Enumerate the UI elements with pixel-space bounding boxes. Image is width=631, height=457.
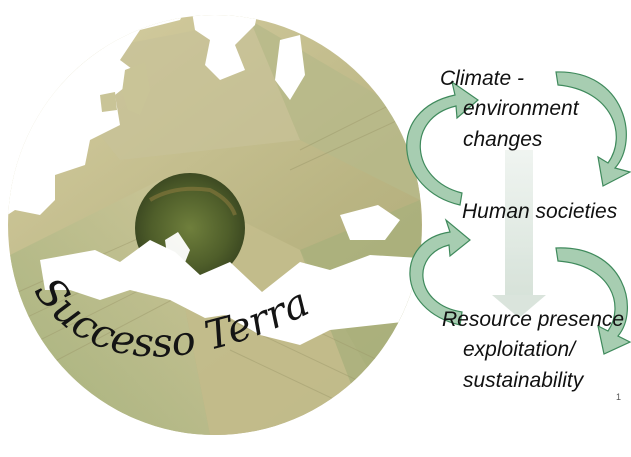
british-isles xyxy=(100,62,150,115)
arrow-human-to-climate xyxy=(406,80,479,206)
node-resource-line-3: sustainability xyxy=(463,369,584,392)
node-resource-line-1: Resource presence xyxy=(442,308,625,331)
slide-page-number: 1 xyxy=(616,392,622,402)
center-down-arrow xyxy=(492,150,546,318)
node-resource-line-2: exploitation/ xyxy=(463,338,576,361)
arrow-resource-to-human xyxy=(409,218,471,326)
arrow-climate-to-human xyxy=(555,71,631,187)
node-climate-line-2: environment xyxy=(463,97,579,120)
node-climate-line-3: changes xyxy=(463,128,543,151)
node-human-societies: Human societies xyxy=(462,200,618,223)
node-climate-line-1: Climate - xyxy=(440,67,525,90)
arrow-human-to-resource xyxy=(555,247,631,355)
europe-sea-silhouette xyxy=(0,0,420,345)
